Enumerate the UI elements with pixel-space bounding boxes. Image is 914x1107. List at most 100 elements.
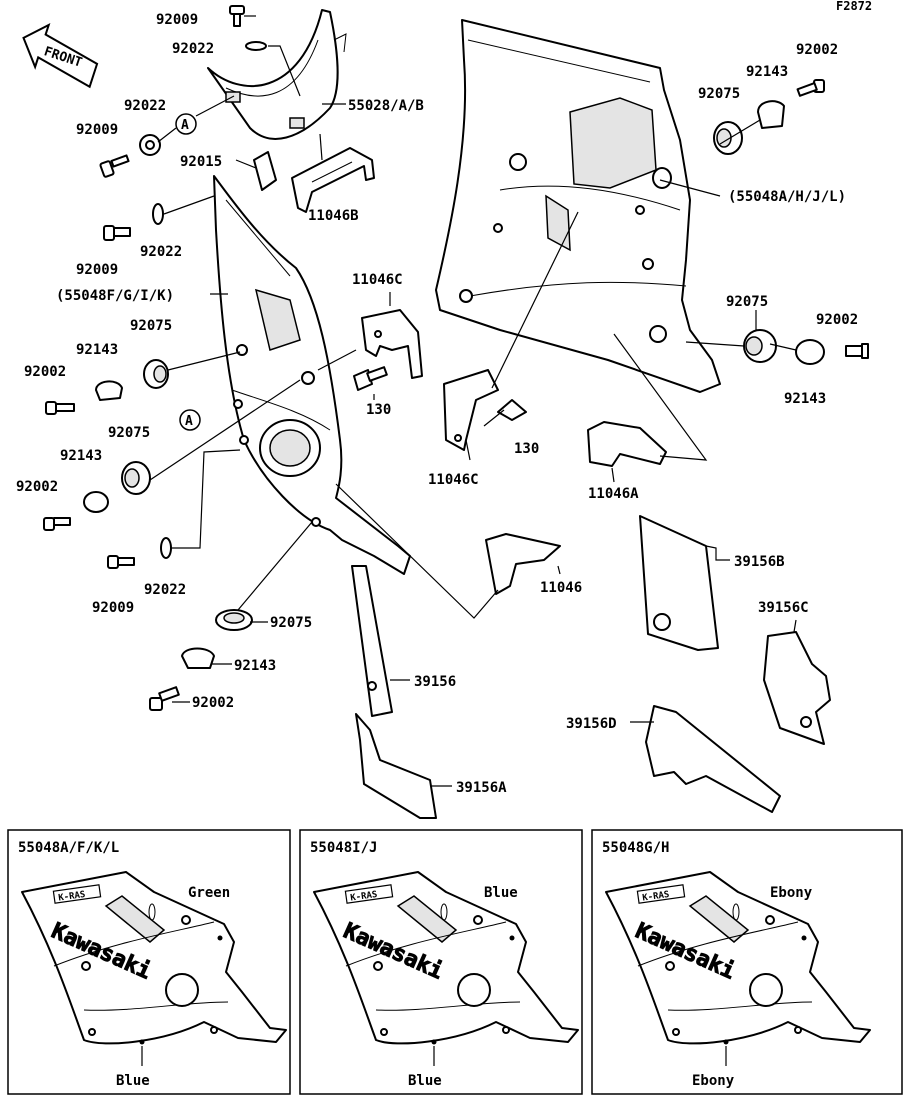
emblem-logo: K-RAS <box>52 884 102 904</box>
washer-92022-left <box>139 134 161 156</box>
bolt-92002-right <box>796 79 825 97</box>
label-11046c-top: 11046C <box>352 272 403 288</box>
bracket-11046a <box>587 421 667 467</box>
label-92002-bottom: 92002 <box>192 695 234 711</box>
bracket-11046 <box>485 533 561 595</box>
svg-text:A: A <box>185 414 193 429</box>
washer-92022-bottom <box>160 537 172 559</box>
front-direction-arrow: FRONT <box>22 23 99 89</box>
label-11046c-lower: 11046C <box>428 472 479 488</box>
label-92002-right: 92002 <box>796 42 838 58</box>
emblem-logo: K-RAS <box>344 884 394 904</box>
label-130-left: 130 <box>366 402 391 418</box>
bolt-130-right <box>497 399 527 421</box>
label-11046b: 11046B <box>308 208 359 224</box>
leader-lines <box>149 15 797 787</box>
label-92022-mid: 92022 <box>140 244 182 260</box>
collar-92143-right2 <box>795 339 825 365</box>
ref-marker-a-top: A <box>175 113 197 135</box>
upper-color-label: Ebony <box>770 885 813 901</box>
right-side-cowl <box>435 19 721 393</box>
bracket-11046b <box>291 147 375 213</box>
bracket-11046c-upper <box>361 309 423 379</box>
upper-color-label: Blue <box>484 885 518 901</box>
label-92002-left: 92002 <box>24 364 66 380</box>
bolt-92009-left <box>99 154 130 178</box>
label-130-right: 130 <box>514 441 539 457</box>
bolt-92002-right2 <box>845 343 869 359</box>
bolt-92002-left2 <box>43 517 71 531</box>
trim-39156a <box>355 713 437 819</box>
washer-92022-mid <box>152 203 164 225</box>
svg-text:A: A <box>181 118 189 133</box>
bolt-92002-bottom <box>149 686 180 711</box>
label-92143-left2: 92143 <box>60 448 102 464</box>
variant-cowl <box>313 871 579 1045</box>
label-92075-bottom: 92075 <box>270 615 312 631</box>
collar-92143-left <box>95 380 123 401</box>
grommet-92075-bottom <box>215 609 253 631</box>
label-92075-left: 92075 <box>130 318 172 334</box>
figure-code: F2872 <box>836 0 872 13</box>
label-92143-left: 92143 <box>76 342 118 358</box>
collar-92143-right <box>757 100 785 129</box>
trim-39156c <box>763 631 831 745</box>
label-92075-right2: 92075 <box>726 294 768 310</box>
label-92002-left2: 92002 <box>16 479 58 495</box>
label-92009-bottom: 92009 <box>92 600 134 616</box>
label-92022-top: 92022 <box>172 41 214 57</box>
label-92022-bottom: 92022 <box>144 582 186 598</box>
label-55048fgik: (55048F/G/I/K) <box>56 288 174 304</box>
label-11046a: 11046A <box>588 486 639 502</box>
trim-39156 <box>351 565 393 717</box>
label-92143-bottom: 92143 <box>234 658 276 674</box>
label-92075-right: 92075 <box>698 86 740 102</box>
variant-title: 55048G/H <box>602 840 669 856</box>
label-39156b: 39156B <box>734 554 785 570</box>
ref-marker-a-mid: A <box>179 409 201 431</box>
label-92009-mid: 92009 <box>76 262 118 278</box>
collar-92143-left2 <box>83 491 109 513</box>
lower-color-label: Blue <box>116 1073 150 1089</box>
upper-color-label: Green <box>188 885 230 901</box>
svg-text:K-RAS: K-RAS <box>58 890 86 904</box>
label-92143-right2: 92143 <box>784 391 826 407</box>
svg-text:K-RAS: K-RAS <box>642 890 670 904</box>
variant-cowl <box>21 871 287 1045</box>
bracket-11046c-lower <box>443 369 499 451</box>
front-cowl-panel <box>207 9 347 140</box>
lower-color-label: Ebony <box>692 1073 735 1089</box>
grommet-92075-left2 <box>121 461 151 495</box>
color-variants: 55048A/F/K/LK-RASKawasakiGreenBlue55048I… <box>7 829 903 1095</box>
bolt-92009-mid <box>103 225 131 241</box>
label-92075-left2: 92075 <box>108 425 150 441</box>
label-92022-left: 92022 <box>124 98 166 114</box>
lower-color-label: Blue <box>408 1073 442 1089</box>
label-11046: 11046 <box>540 580 582 596</box>
grommet-92075-right2 <box>743 329 777 363</box>
svg-text:K-RAS: K-RAS <box>350 890 378 904</box>
bolt-92002-left <box>45 401 75 415</box>
label-92009-left: 92009 <box>76 122 118 138</box>
trim-39156d <box>645 705 781 813</box>
emblem-logo: K-RAS <box>636 884 686 904</box>
label-39156d: 39156D <box>566 716 617 732</box>
label-39156c: 39156C <box>758 600 809 616</box>
bolt-92009-bottom <box>107 555 135 569</box>
clip-92015 <box>253 151 277 191</box>
bolt-130-left <box>353 366 388 391</box>
part-labels: 92009 92022 55028/A/B 92022 92009 92015 … <box>16 12 858 796</box>
collar-92143-bottom <box>181 647 215 669</box>
label-39156: 39156 <box>414 674 456 690</box>
variant-title: 55048I/J <box>310 840 377 856</box>
label-92143-right: 92143 <box>746 64 788 80</box>
grommet-92075-right <box>713 121 743 155</box>
label-39156a: 39156A <box>456 780 507 796</box>
grommet-92075-left <box>143 359 169 389</box>
label-55028: 55028/A/B <box>348 98 424 114</box>
